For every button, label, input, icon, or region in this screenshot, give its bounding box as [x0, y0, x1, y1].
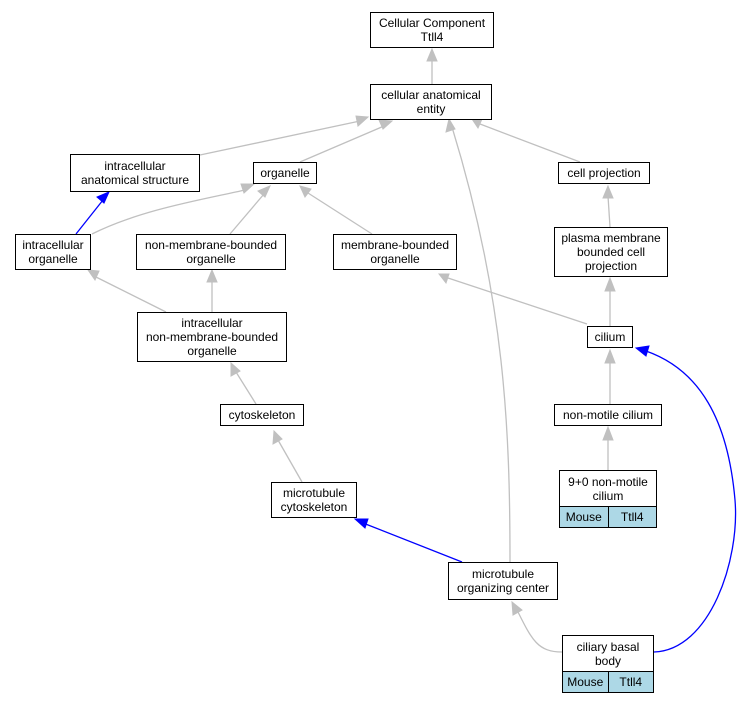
is-a-arrowhead-8	[299, 185, 312, 198]
part-of-arrowhead-20	[634, 345, 650, 357]
annotation-gene: Ttll4	[607, 507, 656, 527]
part-of-edge-20	[645, 350, 737, 653]
is-a-arrowhead-19	[511, 600, 523, 616]
node-label-line: non-membrane-bounded	[144, 238, 278, 252]
is-a-arrowhead-14	[230, 361, 241, 377]
is-a-arrowhead-16	[272, 429, 283, 445]
is-a-edge-12	[447, 277, 588, 325]
node-label-line: microtubule	[471, 567, 535, 581]
node-label-line: non-membrane-bounded	[145, 330, 279, 344]
node-label-line: Ttll4	[420, 30, 444, 44]
is-a-edge-7	[229, 193, 265, 235]
is-a-edge-4	[451, 126, 511, 563]
part-of-edge-5	[75, 199, 104, 235]
is-a-arrowhead-4	[445, 117, 456, 133]
is-a-edge-16	[277, 439, 303, 483]
is-a-arrowhead-11	[86, 269, 100, 282]
is-a-edge-2	[299, 125, 385, 163]
node-non-motile-cilium[interactable]: non-motile cilium	[554, 404, 662, 426]
node-label-line: non-motile cilium	[562, 408, 654, 422]
is-a-edge-19	[517, 611, 563, 653]
node-label-line: cellular anatomical	[381, 88, 481, 102]
node-label-line: 9+0 non-motile	[568, 474, 648, 489]
node-label-line: microtubule	[282, 486, 346, 500]
node-label-line: body	[594, 653, 622, 668]
is-a-edge-3	[479, 123, 581, 163]
is-a-arrowhead-7	[257, 185, 271, 198]
is-a-arrowhead-0	[426, 47, 438, 62]
node-label-line: organelle	[186, 252, 236, 266]
node-label-line: ciliary basal	[576, 639, 640, 654]
is-a-edge-14	[235, 371, 257, 405]
node-label-line: organelle	[370, 252, 420, 266]
node-label-line: cell projection	[567, 166, 641, 180]
part-of-arrowhead-5	[96, 191, 110, 204]
annotation-gene: Ttll4	[607, 672, 653, 692]
node-label-line: organizing center	[456, 581, 550, 595]
is-a-edge-6	[91, 189, 246, 235]
node-label-line: membrane-bounded	[340, 238, 450, 252]
node-label-line: cytoskeleton	[280, 500, 348, 514]
node-cilium[interactable]: cilium	[587, 326, 633, 348]
node-label-line: plasma membrane	[561, 231, 661, 245]
is-a-arrowhead-1	[355, 115, 370, 127]
node-label-line: cilium	[592, 488, 624, 503]
is-a-arrowhead-10	[206, 268, 218, 283]
node-label-line: organelle	[187, 344, 237, 358]
is-a-arrowhead-3	[471, 118, 483, 130]
is-a-arrowhead-9	[602, 184, 614, 199]
node-label-line: projection	[584, 259, 638, 273]
is-a-edge-8	[307, 192, 373, 235]
node-label-line: intracellular	[22, 238, 84, 252]
is-a-edge-11	[95, 276, 167, 313]
part-of-arrowhead-18	[353, 518, 369, 529]
is-a-edge-1	[199, 120, 361, 156]
annotation-species: Mouse	[560, 507, 608, 527]
node-label-line: anatomical structure	[80, 173, 190, 187]
node-label-line: organelle	[28, 252, 78, 266]
is-a-edge-9	[607, 195, 611, 228]
is-a-arrowhead-2	[378, 119, 394, 130]
node-label-line: entity	[416, 102, 446, 116]
is-a-arrowhead-6	[240, 183, 256, 194]
node-label-line: organelle	[260, 166, 310, 180]
is-a-arrowhead-15	[604, 348, 616, 364]
node-organelle[interactable]: organelle	[253, 162, 317, 184]
node-label-line: bounded cell	[576, 245, 646, 259]
node-label-line: intracellular	[104, 159, 166, 173]
node-label-line: Cellular Component	[378, 16, 486, 30]
node-label-line: intracellular	[181, 316, 243, 330]
node-label-line: cilium	[594, 330, 626, 344]
node-cytoskeleton[interactable]: cytoskeleton	[220, 404, 304, 426]
is-a-arrowhead-12	[437, 273, 450, 285]
annotation-species: Mouse	[563, 672, 608, 692]
part-of-edge-18	[362, 522, 463, 563]
is-a-arrowhead-17	[602, 425, 614, 441]
node-label-line: cytoskeleton	[228, 408, 296, 422]
node-cell-projection[interactable]: cell projection	[558, 162, 650, 184]
is-a-arrowhead-13	[604, 276, 616, 292]
